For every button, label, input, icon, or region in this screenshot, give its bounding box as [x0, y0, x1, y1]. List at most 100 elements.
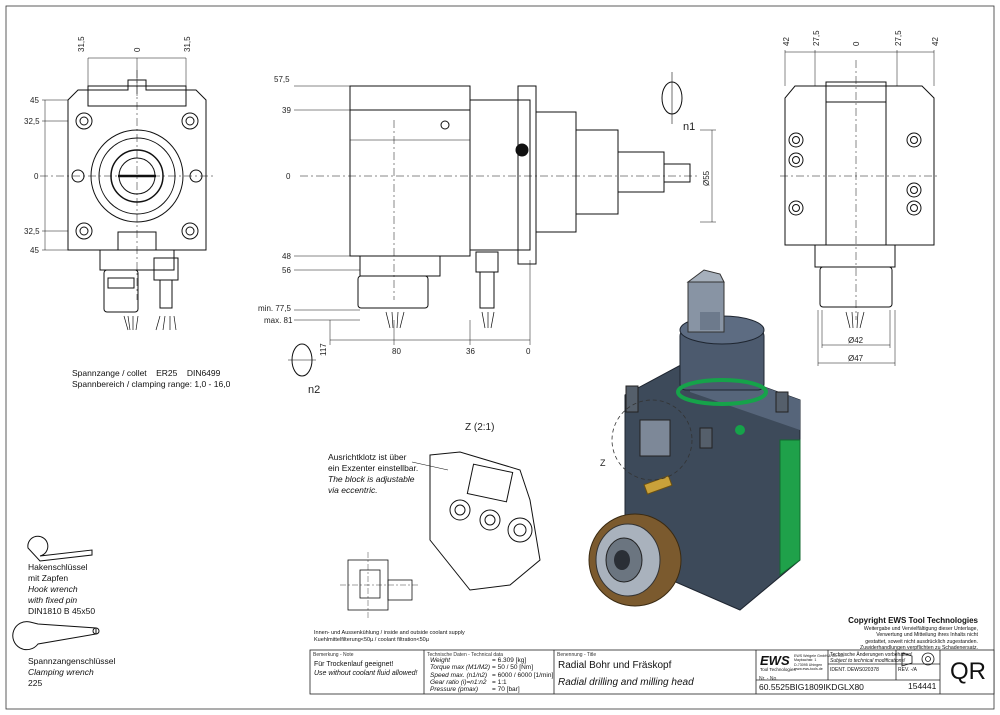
title-block: Bemerkung - Note Für Trockenlauf geeigne…: [310, 650, 994, 694]
title-en: Radial drilling and milling head: [558, 677, 694, 688]
clamp-en: Clamping wrench: [28, 667, 94, 677]
label-n1: n1: [683, 121, 695, 133]
clamping-wrench-drawing: [12, 621, 100, 651]
hook-de-1: Hakenschlüssel: [28, 562, 88, 572]
dim-side-max: max. 81: [264, 316, 293, 325]
side-view-dimensions: 57,5 39 0 48 56 min. 77,5 max. 81 117 80…: [258, 75, 711, 396]
dim-side-left-4: 48: [282, 252, 291, 261]
detail-note: Ausrichtklotz ist über ein Exzenter eins…: [328, 452, 418, 496]
remark-label: Bemerkung - Note: [313, 652, 354, 658]
dim-side-min: min. 77,5: [258, 304, 291, 313]
label-z-render: Z: [600, 458, 606, 468]
dim-front-left-3: 0: [34, 172, 39, 181]
projection-symbol-icon: [901, 652, 935, 667]
part-number: 60.5525BIG1809IKDGLX80: [759, 682, 864, 692]
front-view-dimensions: 31,5 0 31,5 45 32,5 0 32,5 45: [24, 36, 192, 255]
clamp-de: Spannzangenschlüssel: [28, 656, 116, 666]
tech-value-2: = 6000 / 6000 [1/min]: [492, 671, 554, 679]
tech-value-1: = 50 / 50 [Nm]: [492, 664, 534, 672]
detail-note-de-1: Ausrichtklotz ist über: [328, 452, 407, 462]
detail-note-de-2: ein Exzenter einstellbar.: [328, 463, 419, 473]
tech-label-0: Weight: [430, 657, 451, 664]
ews-logo-sub: Tool Technologies: [760, 667, 796, 672]
dim-side-left-5: 56: [282, 266, 291, 275]
dim-side-left-1: 57,5: [274, 75, 290, 84]
dim-diameter-55: Ø55: [702, 170, 711, 186]
right-view-dimensions: 42 27,5 0 27,5 42 Ø42 Ø47: [782, 30, 940, 363]
collet-line-2: Spannbereich / clamping range: 1,0 - 16,…: [72, 379, 231, 389]
copyright-line-1: Weitergabe und Vervielfältigung dieser U…: [863, 626, 978, 632]
title-label: Benennung - Title: [557, 652, 597, 658]
tech-value-4: = 70 [bar]: [492, 686, 520, 694]
remark-line-2: Use without coolant fluid allowed!: [314, 670, 418, 677]
tech-label-4: Pressure (pmax): [430, 686, 479, 694]
copyright-line-3: gestattet, soweit nicht ausdrücklich zug…: [865, 638, 978, 645]
label-n2: n2: [308, 384, 320, 396]
dim-front-top-2: 0: [133, 47, 142, 52]
dim-right-top-2: 27,5: [812, 30, 821, 46]
dim-right-top-4: 27,5: [894, 30, 903, 46]
side-view: [288, 72, 716, 377]
detail-note-en-1: The block is adjustable: [328, 474, 415, 484]
hook-en-2: with fixed pin: [28, 595, 78, 605]
company-line-4: www.ews-tools.de: [794, 667, 823, 672]
ident-number: IDENT. DEWS020378: [830, 667, 879, 673]
clamp-wrench-note: Spannzangenschlüssel Clamping wrench 225: [28, 656, 115, 689]
hook-de-2: mit Zapfen: [28, 573, 69, 583]
dim-side-bottom-1: 117: [319, 343, 328, 356]
ews-logo: EWS Tool Technologies: [760, 654, 826, 673]
coolant-schematic: [340, 552, 420, 620]
ews-logo-text: EWS: [760, 653, 790, 668]
dim-right-top-1: 42: [782, 37, 791, 46]
detail-z-title: Z (2:1): [465, 422, 494, 433]
dim-side-bottom-3: 36: [466, 347, 475, 356]
company-line-2: Maybachstr. 1: [794, 658, 817, 663]
copyright-line-4: Zuwiderhandlungen verpflichten zu Schade…: [860, 645, 978, 652]
collet-line-1: Spannzange / collet ER25 DIN6499: [72, 368, 221, 378]
company-line-1: EWS Weigele GmbH & Co. KG: [794, 654, 844, 658]
tech-label: Technische Daten - Technical data: [427, 652, 504, 658]
title-de: Radial Bohr und Fräskopf: [558, 660, 672, 671]
tech-rows: Weight = 6.309 [kg] Torque max (M1/M2)= 5…: [430, 657, 560, 693]
dim-front-left-2: 32,5: [24, 117, 40, 126]
dim-side-left-2: 39: [282, 106, 291, 115]
clamp-size: 225: [28, 678, 43, 688]
tech-value-0: = 6.309 [kg]: [492, 657, 527, 664]
change-note-1: Technische Änderungen vorbehalten!: [830, 652, 913, 658]
tech-label-3: Gear ratio (i)=n1:n2: [430, 678, 487, 686]
tech-value-3: = 1:1: [492, 678, 507, 686]
dim-right-top-5: 42: [931, 37, 940, 46]
company-address: EWS Weigele GmbH & Co. KG Maybachstr. 1 …: [794, 654, 844, 672]
sheet-number: 154441: [908, 681, 937, 691]
detail-z-view: [411, 451, 541, 591]
copyright-block: Copyright EWS Tool Technologies Weiterga…: [808, 616, 978, 652]
hook-en-1: Hook wrench: [28, 584, 78, 594]
hook-wrench-drawing: [27, 535, 93, 562]
title-block-frame: [309, 649, 995, 695]
dim-front-top-1: 31,5: [77, 36, 86, 52]
dim-side-bottom-4: 0: [526, 347, 531, 356]
change-note-2: Subject to technical modifications!: [830, 658, 906, 664]
dim-front-left-4: 32,5: [24, 227, 40, 236]
copyright-head: Copyright EWS Tool Technologies: [848, 616, 978, 625]
qr-mark: QR: [950, 658, 986, 685]
revision: REV. -/A: [898, 667, 917, 673]
coolant-line-2: Kuehlmittelfilterung<50µ / coolant filtr…: [314, 637, 429, 643]
coolant-note: Innen- und Aussenkühlung / inside and ou…: [314, 630, 465, 644]
company-line-3: D-73095 Uhingen: [794, 662, 823, 667]
dim-right-top-3: 0: [852, 41, 861, 46]
isometric-render: [588, 269, 801, 611]
detail-note-en-2: via eccentric.: [328, 485, 378, 495]
right-view: [780, 50, 940, 366]
dim-dia-47: Ø47: [848, 354, 864, 363]
dim-front-left-5: 45: [30, 246, 39, 255]
dim-dia-42: Ø42: [848, 336, 864, 345]
hook-norm: DIN1810 B 45x50: [28, 606, 96, 616]
dim-front-left-1: 45: [30, 96, 39, 105]
collet-note: Spannzange / collet ER25 DIN6499 Spannbe…: [72, 368, 230, 390]
tech-label-1: Torque max (M1/M2): [430, 664, 491, 672]
copyright-line-2: Verwertung und Mitteilung ihres Inhalts …: [876, 632, 978, 639]
nr-label: Nr. - No.: [759, 676, 778, 682]
remark-line-1: Für Trockenlauf geeignet!: [314, 661, 394, 668]
